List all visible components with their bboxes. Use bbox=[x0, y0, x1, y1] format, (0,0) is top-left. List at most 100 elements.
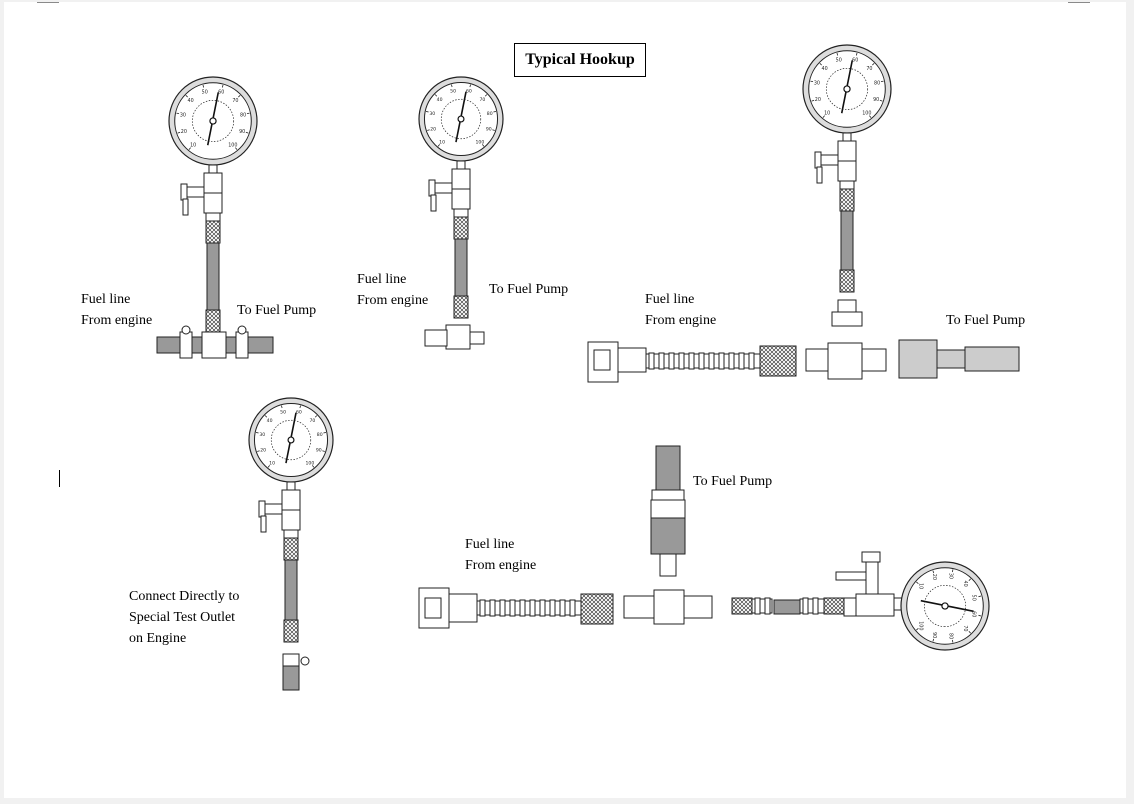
valve-cap bbox=[428, 179, 436, 197]
gauge-tick bbox=[427, 129, 430, 131]
elbow-outlet bbox=[469, 331, 485, 345]
gauge-tick bbox=[426, 111, 429, 113]
gauge-tick bbox=[267, 465, 270, 468]
gauge-pivot bbox=[209, 117, 217, 125]
valve-port bbox=[865, 559, 879, 595]
knurled-nut-upper bbox=[453, 216, 469, 240]
valve-barb bbox=[260, 515, 267, 533]
test-outlet-pipe bbox=[282, 665, 300, 691]
gauge-tick bbox=[978, 614, 982, 617]
gauge-tick bbox=[932, 638, 935, 642]
label-connect-line-3: on Engine bbox=[129, 631, 187, 646]
gauge-scale-label: 60 bbox=[466, 89, 472, 95]
pump-nut-v bbox=[650, 499, 686, 519]
gauge-scale-label: 10 bbox=[190, 143, 196, 149]
gauge-tick bbox=[811, 99, 815, 102]
gauge-scale-label: 10 bbox=[439, 140, 445, 146]
tee-nut-right bbox=[683, 595, 713, 619]
crimp-ring bbox=[764, 597, 771, 615]
flare-fitting bbox=[837, 299, 857, 313]
inline-tee bbox=[201, 331, 227, 359]
knurled-nut-lower bbox=[839, 269, 855, 293]
gauge-scale-label: 40 bbox=[188, 98, 194, 104]
valve-cap bbox=[861, 551, 881, 563]
gauge-tick bbox=[257, 450, 260, 452]
gauge-stem bbox=[208, 164, 218, 174]
label-connect-line-2: Special Test Outlet bbox=[129, 610, 236, 625]
gauge-scale-label: 50 bbox=[280, 410, 286, 416]
gauge-scale-label: 60 bbox=[296, 410, 302, 416]
label-to-fuel-pump-3: To Fuel Pump bbox=[946, 313, 1026, 328]
knurled-nut-upper bbox=[839, 188, 855, 212]
diagram-title: Typical Hookup bbox=[514, 43, 646, 77]
crimp-ring bbox=[688, 352, 695, 370]
elbow-fitting bbox=[445, 324, 471, 350]
gauge-tick bbox=[492, 129, 495, 131]
tee-nut-right bbox=[861, 348, 887, 372]
connector-latch bbox=[424, 597, 442, 619]
gauge-pivot bbox=[287, 436, 295, 444]
crimp-ring bbox=[539, 599, 546, 617]
gauge-scale-label: 70 bbox=[866, 66, 872, 72]
collar bbox=[843, 597, 857, 617]
pump-hex-nut bbox=[898, 339, 938, 379]
gauge-tick bbox=[869, 115, 872, 118]
valve-port bbox=[432, 182, 453, 194]
connector-body bbox=[617, 347, 647, 373]
crimp-ring bbox=[708, 352, 715, 370]
crimp-ring bbox=[812, 597, 819, 615]
label-from-engine: From engine bbox=[81, 313, 153, 328]
crimp-ring bbox=[668, 352, 675, 370]
pump-line-v bbox=[655, 445, 681, 491]
label-from-engine: From engine bbox=[645, 313, 717, 328]
gauge-scale-label: 40 bbox=[437, 97, 443, 103]
gauge-scale-label: 20 bbox=[931, 574, 937, 580]
label-to-fuel-pump-2: To Fuel Pump bbox=[489, 282, 569, 297]
gauge-scale-label: 100 bbox=[305, 461, 314, 467]
gauge-tick bbox=[281, 405, 283, 409]
gauge-tick bbox=[968, 578, 971, 581]
gauge-scale-label: 10 bbox=[917, 583, 923, 589]
knurled-nut-upper bbox=[283, 537, 299, 561]
gauge-tick bbox=[221, 84, 224, 88]
gauge-scale-label: 100 bbox=[917, 621, 923, 630]
valve-barb bbox=[430, 194, 437, 212]
gauge-tick bbox=[176, 112, 180, 115]
gauge-tick bbox=[246, 112, 250, 115]
knurled-nut-upper bbox=[205, 220, 221, 244]
label-fuel-line: Fuel line bbox=[645, 292, 695, 307]
gauge-pivot bbox=[941, 602, 949, 610]
crimp-ring bbox=[738, 352, 745, 370]
gauge-scale-label: 80 bbox=[874, 80, 880, 86]
label-fuel-line-from-engine-5: Fuel line From engine bbox=[465, 534, 536, 576]
gauge-tick bbox=[951, 639, 954, 643]
gauge-scale-label: 20 bbox=[430, 127, 436, 133]
crimp-ring bbox=[754, 597, 761, 615]
valve-barb bbox=[835, 571, 867, 581]
gauge-scale-label: 80 bbox=[487, 111, 493, 117]
gauge-scale-label: 60 bbox=[218, 89, 224, 95]
collar bbox=[283, 529, 299, 539]
pump-collar-v bbox=[651, 489, 685, 501]
hose-clamp-right bbox=[235, 331, 249, 359]
label-from-engine: From engine bbox=[357, 293, 429, 308]
gauge-stem bbox=[286, 481, 296, 491]
gauge-scale-label: 100 bbox=[228, 143, 237, 149]
gauge-tick bbox=[819, 63, 822, 66]
crimp-ring bbox=[569, 599, 576, 617]
gauge-tick bbox=[299, 405, 301, 409]
clamp-screw bbox=[237, 325, 247, 335]
crimp-ring bbox=[489, 599, 496, 617]
gauge-tick bbox=[188, 147, 191, 150]
valve-barb bbox=[182, 198, 189, 216]
hose bbox=[840, 210, 854, 271]
crimp-ring bbox=[519, 599, 526, 617]
crimp-ring bbox=[479, 599, 486, 617]
knurled-nut-h bbox=[759, 345, 797, 377]
crimp-ring bbox=[748, 352, 755, 370]
label-to-fuel-pump-5: To Fuel Pump bbox=[693, 474, 773, 489]
gauge-scale-label: 90 bbox=[316, 448, 322, 454]
